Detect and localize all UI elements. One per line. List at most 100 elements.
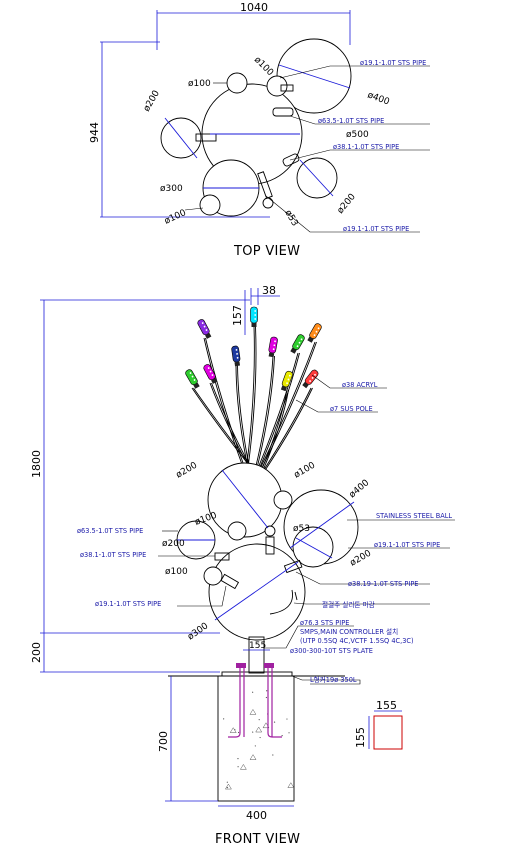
- sus-pole: [264, 387, 313, 471]
- front-dim-38-text: 38: [262, 284, 276, 297]
- front-dim-157-text: 157: [231, 305, 244, 326]
- top-leader-63: [289, 115, 430, 125]
- sus-pole: [263, 387, 312, 471]
- front-label-d53: ø53: [293, 524, 310, 534]
- front-dim-700-text: 700: [157, 731, 170, 752]
- leader-pipe-763: [264, 625, 354, 649]
- sus-pole: [245, 325, 255, 471]
- front-ball-100-a: [273, 490, 293, 510]
- detail-dim-h-text: 155: [354, 727, 367, 748]
- front-label-pipe-19-left: ø19.1-1.0T STS PIPE: [95, 600, 161, 608]
- front-label-d200-c: ø200: [349, 548, 374, 568]
- top-view: 1040 944 ø100 ø10: [88, 1, 430, 259]
- sus-pole: [247, 325, 257, 471]
- sus-pole: [191, 387, 254, 471]
- acryl-lamp: [280, 370, 293, 392]
- acryl-lamp: [302, 369, 319, 389]
- front-ball-300: [208, 543, 306, 641]
- top-circle-100-top: [226, 72, 248, 94]
- acryl-lamps: [185, 306, 322, 392]
- front-label-d200-a: ø200: [175, 460, 200, 480]
- top-pipe-63: [272, 107, 294, 117]
- top-label-d500: ø500: [346, 130, 369, 140]
- concrete-pattern: [223, 690, 295, 790]
- top-dia-line-200: [164, 117, 198, 159]
- front-ball-100-b: [227, 521, 247, 541]
- top-dim-width-text: 1040: [240, 1, 268, 14]
- top-circle-53: [262, 197, 274, 209]
- front-ball-53: [264, 525, 276, 537]
- acryl-lamp: [185, 369, 200, 389]
- front-label-d200-b: ø200: [162, 539, 185, 549]
- anchor-nut-right: [264, 663, 274, 668]
- top-leader-100-c: [184, 207, 204, 211]
- sus-pole: [203, 337, 245, 471]
- anchor-bolt-right: [267, 667, 282, 738]
- top-circle-100-bottom: [199, 194, 221, 216]
- front-ball-100-c: [203, 566, 223, 586]
- leader-pipe-19-left: [177, 585, 227, 607]
- top-label-d53: ø53: [282, 209, 299, 229]
- sus-pole: [258, 341, 316, 471]
- front-pipe-19-left: [220, 573, 240, 590]
- sus-pole: [262, 389, 289, 471]
- top-circle-100-mid: [266, 75, 288, 97]
- front-label-pipe-38-19: ø38.19-1.0T STS PIPE: [348, 580, 418, 588]
- sus-pole: [237, 364, 251, 471]
- front-dim-1800-text: 1800: [30, 450, 43, 478]
- front-pipe-38-19: [283, 559, 303, 574]
- top-dim-height-text: 944: [88, 122, 101, 143]
- front-view: 1800 200 38 157: [30, 284, 455, 847]
- front-label-acryl: ø38 ACRYL: [342, 381, 378, 389]
- front-dim-200-text: 200: [30, 642, 43, 663]
- acryl-lamp: [197, 319, 212, 339]
- top-label-d200-b: ø200: [336, 192, 358, 216]
- leader-anchor: [291, 675, 361, 685]
- front-label-plate: ø300-300-10T STS PLATE: [290, 647, 373, 655]
- top-label-d100-b: ø100: [252, 55, 275, 78]
- acryl-lamp: [268, 336, 278, 358]
- front-label-smps-2: (UTP 0.5SQ 4C,VCTF 1.5SQ 4C,3C): [300, 637, 414, 645]
- top-dia-line-200b: [299, 159, 334, 197]
- front-dia-line-200-right: [295, 537, 333, 559]
- front-dim-400-text: 400: [246, 809, 267, 822]
- top-label-d200-a: ø200: [142, 89, 162, 114]
- top-label-d100-c: ø100: [163, 208, 188, 227]
- front-dim-155-text: 155: [249, 641, 266, 651]
- acryl-lamp: [203, 364, 218, 384]
- top-label-pipe-19-top: ø19.1-1.0T STS PIPE: [360, 59, 426, 67]
- front-label-sus-pole: ø7 SUS POLE: [330, 405, 373, 413]
- top-leader-19-top: [279, 65, 430, 79]
- anchor-nut-left: [236, 663, 246, 668]
- front-dia-line-200: [221, 469, 269, 529]
- acryl-lamp: [231, 345, 241, 367]
- front-pipe-53: [265, 536, 275, 555]
- front-dia-line-300: [214, 561, 299, 621]
- top-leader-38: [289, 149, 430, 161]
- front-label-d300: ø300: [186, 621, 211, 642]
- front-label-ball: STAINLESS STEEL BALL: [376, 512, 452, 520]
- front-label-anchor: L형커19ø 350L: [310, 675, 357, 684]
- leader-acryl: [311, 374, 387, 389]
- sus-pole: [256, 355, 275, 471]
- front-label-d100-a: ø100: [293, 460, 318, 480]
- top-label-pipe-19-bottom: ø19.1-1.0T STS PIPE: [343, 225, 409, 233]
- top-label-d100-a: ø100: [188, 79, 211, 89]
- front-footing: [217, 675, 295, 802]
- front-label-smps-1: SMPS,MAIN CONTROLLER 설치: [300, 627, 398, 636]
- front-view-title: FRONT VIEW: [215, 832, 300, 847]
- front-label-d100-c: ø100: [165, 567, 188, 577]
- sus-pole: [193, 387, 255, 471]
- front-pipe-38: [214, 552, 230, 561]
- front-label-d400: ø400: [348, 478, 372, 500]
- anchor-bolt-left: [228, 667, 241, 738]
- top-dia-line-400: [278, 64, 351, 89]
- acryl-lamp: [307, 323, 322, 343]
- top-view-title: TOP VIEW: [233, 244, 300, 259]
- top-leader-19-bottom: [265, 195, 420, 233]
- front-silicone-tick: [294, 591, 298, 601]
- sus-pole: [261, 389, 288, 471]
- leader-sus-pole: [295, 399, 378, 413]
- front-column-76: [248, 636, 265, 674]
